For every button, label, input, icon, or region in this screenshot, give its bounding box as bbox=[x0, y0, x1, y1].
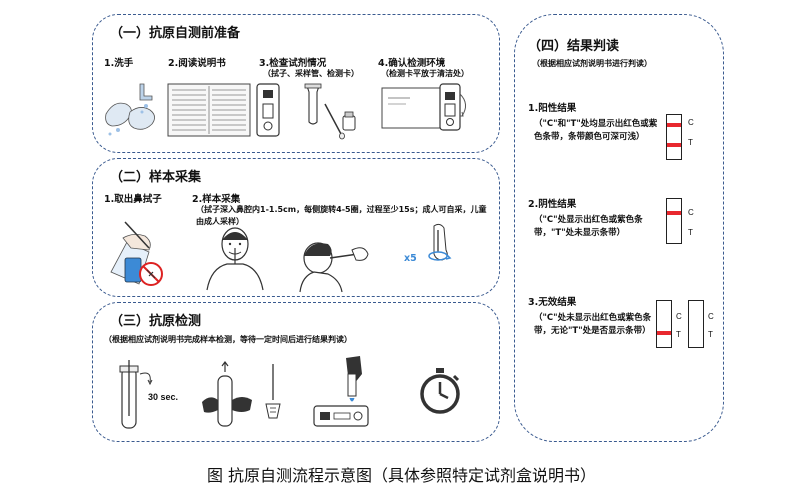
detection-panel bbox=[92, 302, 500, 442]
invalid-t-mark-2: T bbox=[708, 330, 713, 339]
timer-label: 30 sec. bbox=[148, 392, 179, 402]
invalid-test-strip-2 bbox=[688, 300, 704, 348]
results-note: （根据相应试剂说明书进行判读） bbox=[532, 59, 652, 68]
invalid-desc: （"C"处未显示出红色或紫色条带，无论"T"处是否显示条带） bbox=[534, 313, 652, 336]
tube-mixing-icon bbox=[119, 360, 153, 429]
sampling-step-2: 2.样本采集 bbox=[192, 194, 241, 205]
positive-desc: （"C"和"T"处均显示出红色或紫色条带，条带颜色可深可浅） bbox=[534, 119, 658, 142]
prep-step-2: 2.阅读说明书 bbox=[168, 58, 226, 69]
sampling-panel bbox=[92, 158, 500, 297]
invalid-c-mark-2: C bbox=[708, 312, 714, 321]
positive-c-mark: C bbox=[688, 118, 694, 127]
squeeze-tube-icon bbox=[202, 361, 252, 427]
negative-desc: （"C"处显示出红色或紫色条带，"T"处未显示条带） bbox=[534, 215, 643, 238]
invalid-test-strip-1 bbox=[656, 300, 672, 348]
invalid-label: 3.无效结果 bbox=[528, 297, 577, 308]
positive-test-strip bbox=[666, 114, 682, 160]
add-sample-icon bbox=[313, 356, 369, 427]
invalid-c-mark-1: C bbox=[676, 312, 682, 321]
prep-step-4-sub: （检测卡平放于清洁处） bbox=[381, 69, 469, 78]
test-environment-icon bbox=[381, 83, 466, 131]
positive-label: 1.阳性结果 bbox=[528, 103, 577, 114]
dropper-cap-icon bbox=[265, 364, 281, 419]
results-title: （四）结果判读 bbox=[528, 39, 620, 54]
prep-step-3-sub: （拭子、采样管、检测卡） bbox=[263, 69, 359, 78]
positive-c-band bbox=[667, 123, 681, 127]
figure-caption: 图 抗原自测流程示意图（具体参照特定试剂盒说明书） bbox=[206, 466, 597, 485]
swab-package-icon bbox=[110, 221, 163, 286]
prep-step-1: 1.洗手 bbox=[104, 58, 134, 69]
negative-t-mark: T bbox=[688, 228, 693, 237]
handwash-icon bbox=[105, 83, 155, 136]
nostril-rotate-icon bbox=[428, 223, 452, 261]
manual-icon bbox=[167, 83, 251, 137]
detection-note: （根据相应试剂说明书完成样本检测，等待一定时间后进行结果判读） bbox=[104, 335, 352, 344]
child-swabbing-icon bbox=[299, 242, 369, 293]
sampling-step-1: 1.取出鼻拭子 bbox=[104, 194, 162, 205]
prep-title: （一）抗原自测前准备 bbox=[110, 26, 241, 41]
negative-c-band bbox=[667, 211, 681, 215]
sampling-note: （拭子深入鼻腔内1-1.5cm，每侧旋转4-5圈，过程至少15s；成人可自采，儿… bbox=[196, 205, 487, 226]
negative-c-mark: C bbox=[688, 208, 694, 217]
stopwatch-icon bbox=[420, 368, 460, 414]
person-swabbing-icon bbox=[206, 227, 264, 291]
prep-panel bbox=[92, 14, 500, 153]
negative-test-strip bbox=[666, 198, 682, 244]
test-kit-icon bbox=[256, 83, 356, 140]
sampling-title: （二）样本采集 bbox=[110, 170, 202, 185]
positive-t-band bbox=[667, 143, 681, 147]
invalid-t-band bbox=[657, 331, 671, 335]
detection-title: （三）抗原检测 bbox=[110, 314, 202, 329]
prep-step-4: 4.确认检测环境 bbox=[378, 58, 446, 69]
rotation-count: x5 bbox=[404, 253, 417, 264]
negative-label: 2.阴性结果 bbox=[528, 199, 577, 210]
positive-t-mark: T bbox=[688, 138, 693, 147]
invalid-t-mark-1: T bbox=[676, 330, 681, 339]
results-panel bbox=[514, 14, 724, 442]
prep-step-3: 3.检查试剂情况 bbox=[259, 58, 327, 69]
